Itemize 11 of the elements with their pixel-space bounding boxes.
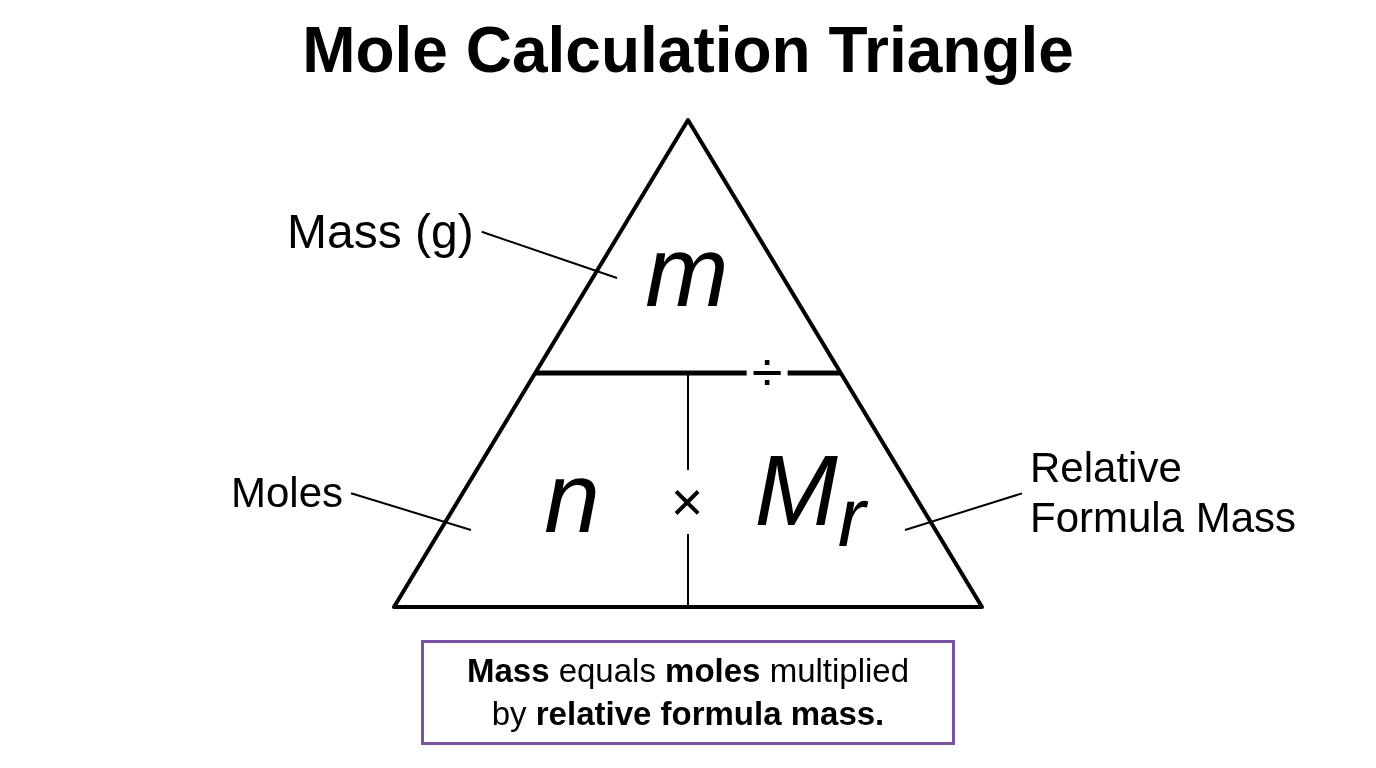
variable-symbol: n — [544, 447, 600, 547]
callout-label: Mass (g) — [287, 203, 474, 261]
callout-label: Relative Formula Mass — [1030, 443, 1305, 544]
leader-line — [350, 492, 472, 531]
diagram-title: Mole Calculation Triangle — [302, 14, 1074, 88]
leader-line — [904, 492, 1023, 531]
summary-panel — [421, 640, 955, 745]
callout-label: Moles — [231, 468, 344, 519]
variable-symbol: m — [645, 221, 729, 321]
summary-text: Mass equals moles multiplied by relative formula mass. — [465, 650, 911, 734]
variable-symbol: M$_{r}$ — [754, 440, 866, 560]
